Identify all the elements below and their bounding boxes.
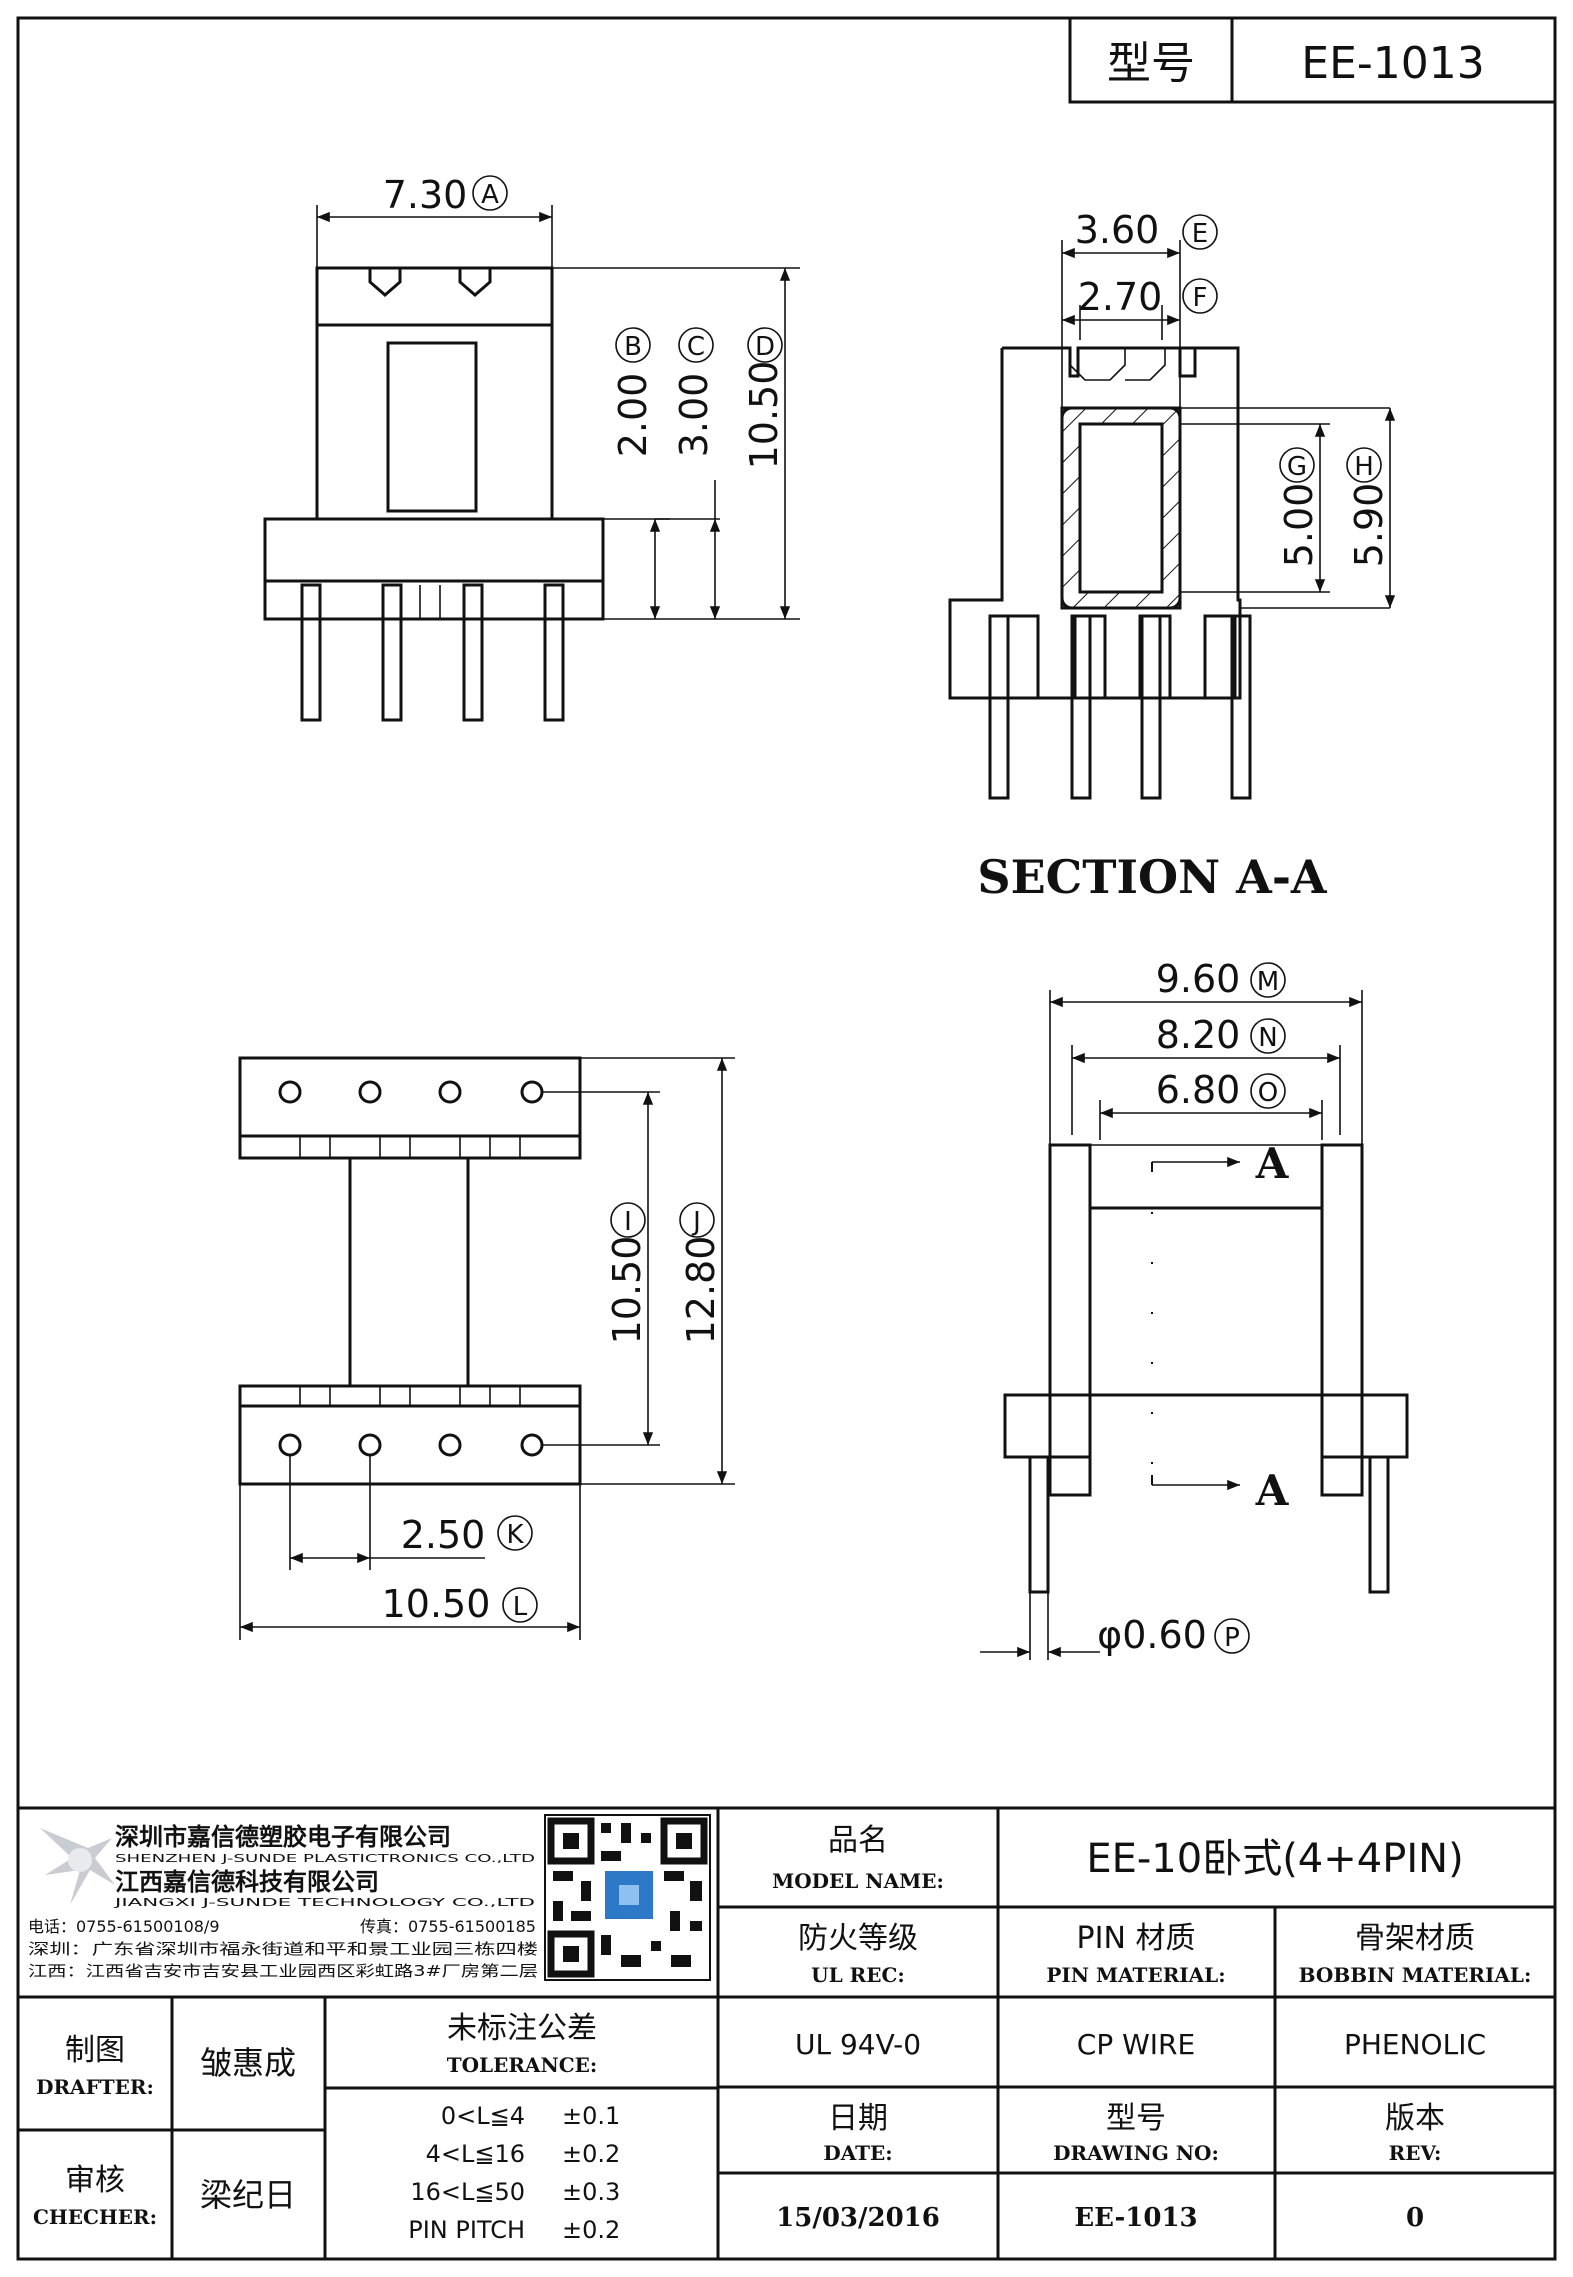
dim-k-letter: K <box>506 1520 524 1550</box>
drawing-no-cn: 型号 <box>1106 2101 1166 2136</box>
tol-range-0: 0<L≦4 <box>441 2102 525 2130</box>
tolerance-cn: 未标注公差 <box>447 2011 597 2046</box>
header-box: 型号 EE-1013 <box>1068 16 1557 104</box>
ul-rec-cn: 防火等级 <box>798 1921 918 1956</box>
dim-e-letter: E <box>1192 219 1208 249</box>
dim-i-letter: I <box>624 1207 632 1237</box>
dim-o-letter: O <box>1258 1078 1278 1108</box>
dim-g-letter: G <box>1287 452 1307 482</box>
bobbin-material-en: BOBBIN MATERIAL: <box>1299 1963 1532 1987</box>
dim-f-letter: F <box>1193 283 1208 313</box>
date-value: 15/03/2016 <box>776 2203 940 2233</box>
checker-cn: 审核 <box>65 2163 125 2198</box>
tolerance-en: TOLERANCE: <box>447 2053 598 2077</box>
dim-n-letter: N <box>1258 1023 1277 1053</box>
bobbin-material-cn: 骨架材质 <box>1355 1921 1475 1956</box>
dim-g-value: 5.00 <box>1277 483 1321 568</box>
dim-i-value: 10.50 <box>605 1236 649 1345</box>
dim-b-value: 2.00 <box>611 373 655 458</box>
dim-h-letter: H <box>1354 452 1374 482</box>
ul-rec-value: UL 94V-0 <box>795 2028 921 2061</box>
tol-range-1: 4<L≦16 <box>426 2140 525 2168</box>
rev-cn: 版本 <box>1385 2101 1445 2136</box>
tol-value-1: ±0.2 <box>562 2140 620 2168</box>
company-name-en: SHENZHEN J-SUNDE PLASTICTRONICS CO.,LTD <box>115 1852 535 1865</box>
drawing-no-value: EE-1013 <box>1074 2203 1197 2233</box>
company-addr-jiangxi: 江西：江西省吉安市吉安县工业园西区彩虹路3#厂房第二层 <box>28 1962 538 1980</box>
top-view: 10.50 I 12.80 J 2.50 K 10.50 L <box>238 1056 735 1640</box>
tol-range-3: PIN PITCH <box>408 2216 525 2244</box>
model-name-cn: 品名 <box>828 1823 888 1858</box>
drafter-value: 皱惠成 <box>200 2044 296 2082</box>
date-cn: 日期 <box>828 2101 888 2136</box>
dim-h-value: 5.90 <box>1347 483 1391 568</box>
company-logo <box>40 1828 115 1905</box>
dim-c-value: 3.00 <box>672 373 716 458</box>
sheet-border <box>16 16 1557 2261</box>
tol-range-2: 16<L≦50 <box>410 2178 525 2206</box>
rev-en: REV: <box>1389 2141 1442 2165</box>
checker-en: CHECHER: <box>33 2205 157 2229</box>
qr-code <box>544 1814 711 1981</box>
rev-value: 0 <box>1406 2203 1424 2233</box>
dim-e-value: 3.60 <box>1075 208 1160 252</box>
dim-m-letter: M <box>1257 967 1279 997</box>
side-view: A A 9.60 M 8.20 N 6.80 O φ0.60 P <box>980 957 1409 1660</box>
section-marker-top: A <box>1255 1139 1290 1188</box>
title-block: 深圳市嘉信德塑胶电子有限公司 SHENZHEN J-SUNDE PLASTICT… <box>18 1806 1555 2259</box>
dim-f-value: 2.70 <box>1078 275 1163 319</box>
company-name-cn: 深圳市嘉信德塑胶电子有限公司 <box>115 1823 451 1851</box>
model-name-value: EE-10卧式(4+4PIN) <box>1086 1836 1463 1882</box>
section-view: 3.60 E 2.70 F 5.00 G 5.90 H SECTION A-A <box>948 208 1396 904</box>
dim-j-value: 12.80 <box>679 1236 723 1345</box>
dim-l-value: 10.50 <box>382 1582 491 1626</box>
checker-value: 梁纪日 <box>200 2176 296 2214</box>
drafter-en: DRAFTER: <box>36 2075 154 2099</box>
dim-m-value: 9.60 <box>1156 957 1241 1001</box>
model-name-en: MODEL NAME: <box>772 1869 944 1893</box>
dim-k-value: 2.50 <box>401 1513 486 1557</box>
dim-j-letter: J <box>691 1207 701 1237</box>
drafter-cn: 制图 <box>65 2033 125 2068</box>
pin-material-cn: PIN 材质 <box>1077 1921 1196 1956</box>
company-addr-shenzhen: 深圳：广东省深圳市福永街道和平和景工业园三栋四楼 <box>28 1940 538 1958</box>
drawing-no-en: DRAWING NO: <box>1053 2141 1219 2165</box>
company-fax: 传真：0755-61500185 <box>360 1917 536 1936</box>
dim-d-value: 10.50 <box>742 361 786 470</box>
ul-rec-en: UL REC: <box>811 1963 905 1987</box>
dim-o-value: 6.80 <box>1156 1068 1241 1112</box>
dim-p-letter: P <box>1224 1623 1240 1653</box>
dim-l-letter: L <box>513 1592 528 1622</box>
front-view: 7.30 A 2.00 B 3.00 C 10.50 D <box>263 173 800 722</box>
dim-b-letter: B <box>624 332 642 362</box>
bobbin-material-value: PHENOLIC <box>1344 2028 1486 2061</box>
header-label: 型号 <box>1107 38 1195 89</box>
company2-name-en: JIANGXI J-SUNDE TECHNOLOGY CO.,LTD <box>113 1896 535 1909</box>
company-phone: 电话：0755-61500108/9 <box>28 1917 220 1936</box>
dim-p-value: φ0.60 <box>1097 1613 1207 1657</box>
date-en: DATE: <box>823 2141 892 2165</box>
section-title: SECTION A-A <box>977 850 1328 904</box>
tol-value-0: ±0.1 <box>562 2102 620 2130</box>
tol-value-3: ±0.2 <box>562 2216 620 2244</box>
header-model: EE-1013 <box>1301 38 1484 89</box>
dim-d-letter: D <box>755 332 775 362</box>
pin-material-en: PIN MATERIAL: <box>1046 1963 1225 1987</box>
company2-name-cn: 江西嘉信德科技有限公司 <box>115 1868 379 1896</box>
dim-a-value: 7.30 <box>383 173 468 217</box>
dim-c-letter: C <box>687 332 705 362</box>
section-marker-bottom: A <box>1255 1466 1290 1515</box>
dim-a-letter: A <box>481 180 499 210</box>
pin-material-value: CP WIRE <box>1077 2028 1195 2061</box>
tol-value-2: ±0.3 <box>562 2178 620 2206</box>
dim-n-value: 8.20 <box>1156 1013 1241 1057</box>
